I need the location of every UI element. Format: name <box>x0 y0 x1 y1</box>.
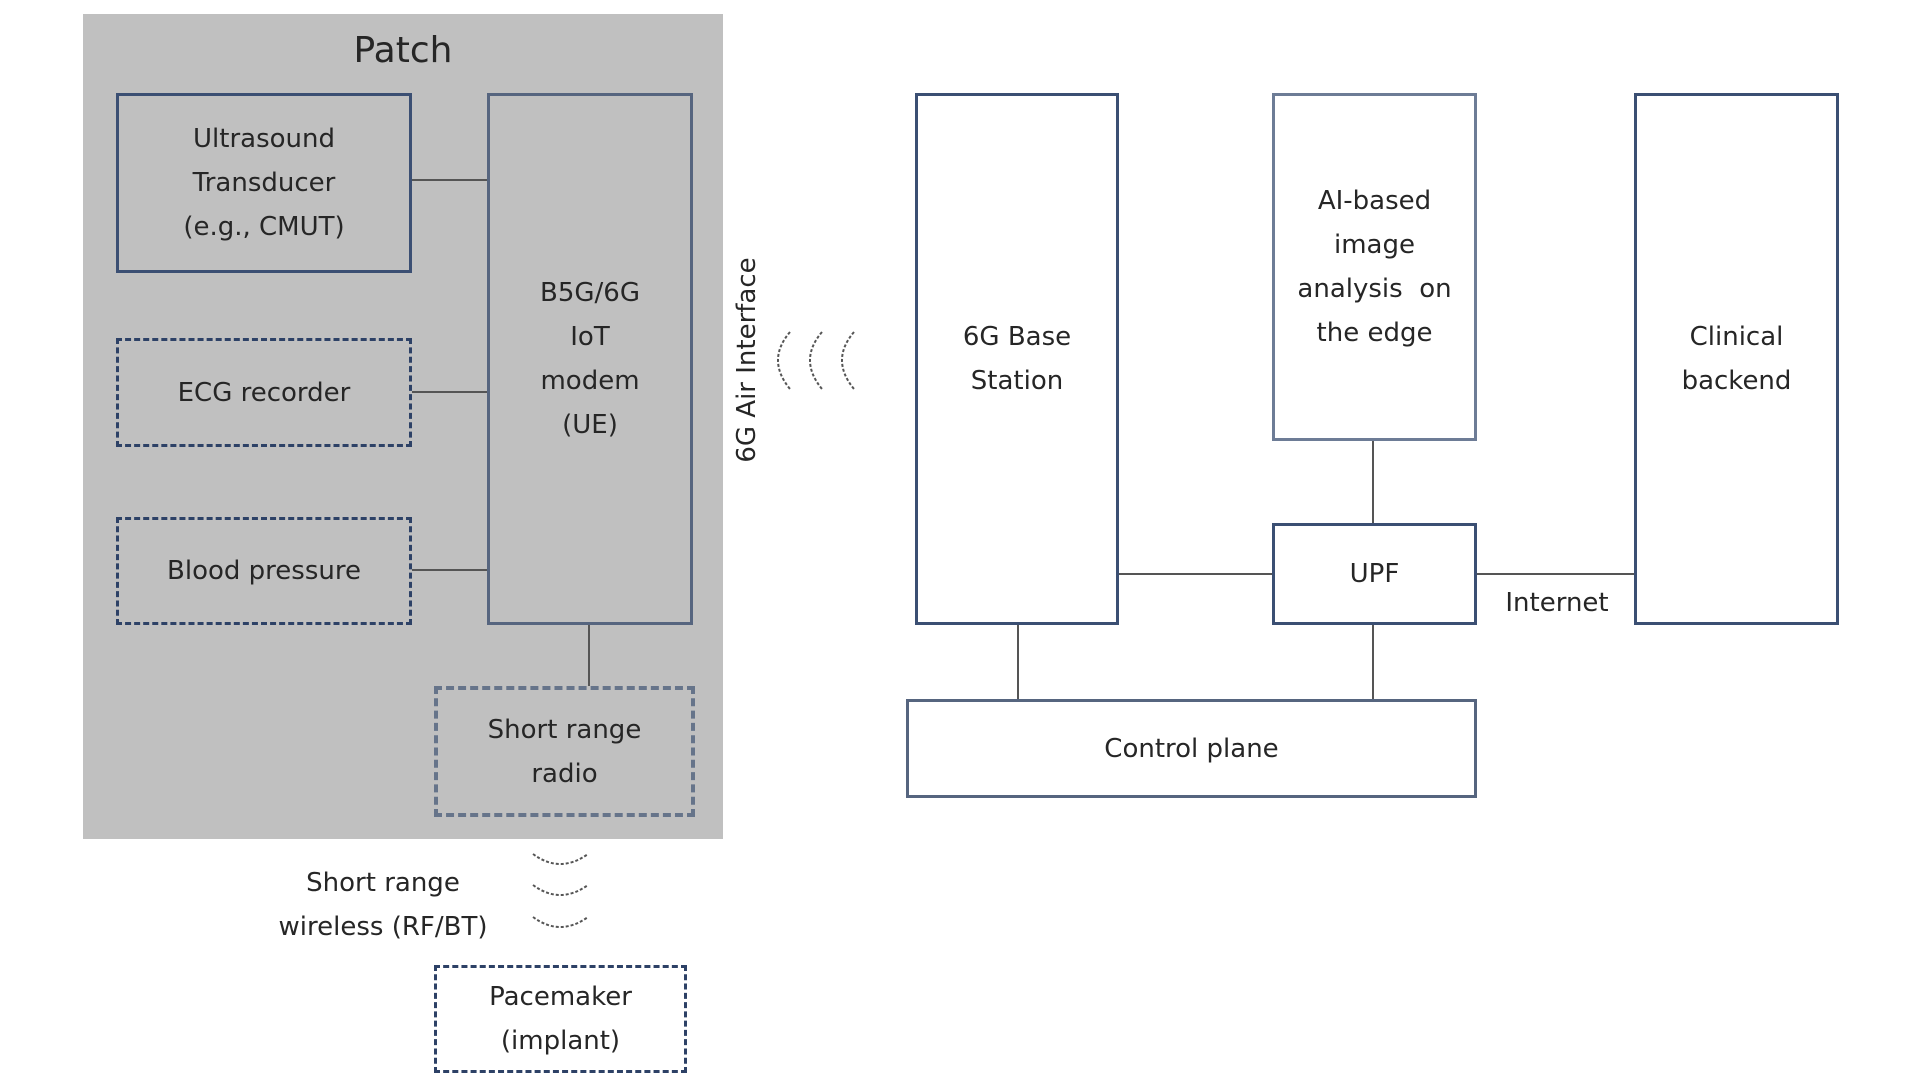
shortrange-wave-arc-3 <box>532 916 589 928</box>
ultrasound-label-line: Ultrasound <box>193 124 335 154</box>
air-wave-arc-3 <box>841 331 855 390</box>
short-range-radio-box: Short range radio <box>434 686 695 817</box>
air-interface-label: 6G Air Interface <box>732 257 762 463</box>
modem-label-line: B5G/6G <box>540 278 640 308</box>
base-station-label-line: 6G Base <box>962 322 1072 352</box>
ai-edge-analysis-box: AI-based image analysis on the edge <box>1272 93 1477 441</box>
ultrasound-transducer-box: Ultrasound Transducer (e.g., CMUT) <box>116 93 412 273</box>
shortrange-wave-arc-2 <box>532 884 589 896</box>
ai-edge-label-line: the edge <box>1316 318 1433 348</box>
clinical-backend-box: Clinical backend <box>1634 93 1839 625</box>
shortrange-wave-arc-1 <box>532 853 589 865</box>
control-plane-box: Control plane <box>906 699 1477 798</box>
base-station-box: 6G Base Station <box>915 93 1119 625</box>
modem-label-line: modem <box>540 366 640 396</box>
ultrasound-label-line: Transducer <box>192 168 336 198</box>
modem-label-line: (UE) <box>562 410 618 440</box>
iot-modem-box: B5G/6G IoT modem (UE) <box>487 93 693 625</box>
clinical-backend-label-line: backend <box>1681 366 1792 396</box>
radio-label-line: radio <box>531 758 598 789</box>
patch-title: Patch <box>353 30 453 71</box>
short-range-wireless-line: wireless (RF/BT) <box>278 912 488 942</box>
blood-pressure-label: Blood pressure <box>167 556 361 586</box>
ai-edge-label-line: image <box>1334 230 1415 260</box>
short-range-wireless-label: Short range wireless (RF/BT) <box>253 861 513 949</box>
base-station-label-line: Station <box>970 366 1064 396</box>
short-range-wireless-line: Short range <box>306 868 460 898</box>
clinical-backend-label-line: Clinical <box>1689 322 1784 352</box>
ecg-recorder-box: ECG recorder <box>116 338 412 447</box>
air-wave-arc-1 <box>777 331 791 390</box>
pacemaker-label-line: Pacemaker <box>489 982 632 1012</box>
modem-label-line: IoT <box>570 322 610 352</box>
upf-label: UPF <box>1349 559 1400 589</box>
patch-container <box>83 14 723 839</box>
pacemaker-label-line: (implant) <box>500 1026 621 1056</box>
ai-edge-label-line: AI-based <box>1317 186 1432 216</box>
air-wave-arc-2 <box>809 331 823 390</box>
ecg-label: ECG recorder <box>177 377 351 408</box>
pacemaker-box: Pacemaker (implant) <box>434 965 687 1073</box>
ultrasound-label-line: (e.g., CMUT) <box>183 212 345 242</box>
radio-label-line: Short range <box>487 714 642 745</box>
blood-pressure-box: Blood pressure <box>116 517 412 625</box>
internet-label: Internet <box>1505 588 1609 618</box>
ai-edge-label-line: analysis on <box>1297 274 1452 304</box>
control-plane-label: Control plane <box>1104 733 1279 764</box>
upf-box: UPF <box>1272 523 1477 625</box>
